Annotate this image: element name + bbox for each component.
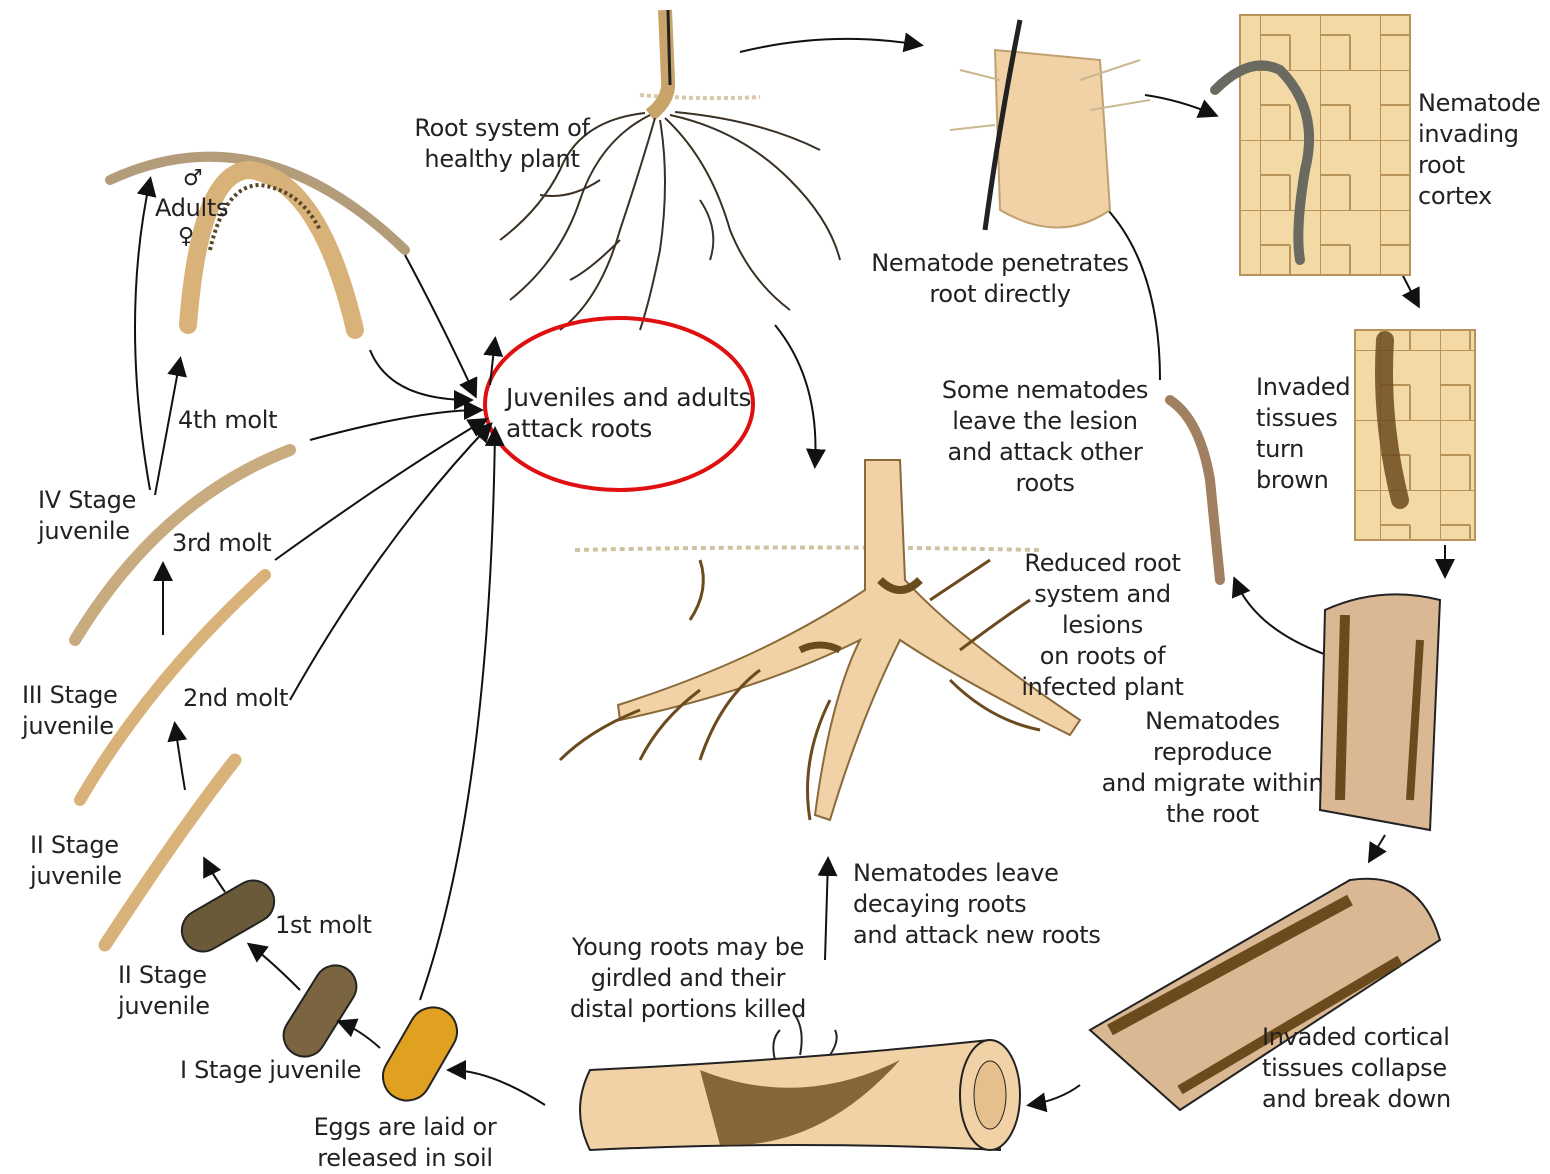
label-juveniles-attack: Juveniles and adults attack roots <box>506 382 751 444</box>
label-first-molt: 1st molt <box>275 910 372 941</box>
label-nematodes-leave: Nematodes leave decaying roots and attac… <box>853 858 1101 951</box>
label-penetrates: Nematode penetrates root directly <box>870 248 1130 310</box>
label-iv-stage: IV Stage juvenile <box>38 485 136 547</box>
label-fourth-molt: 4th molt <box>178 405 277 436</box>
female-symbol: ♀ <box>178 226 194 248</box>
root-penetration <box>950 20 1150 230</box>
label-some-nematodes: Some nematodes leave the lesion and atta… <box>940 375 1150 499</box>
brown-tissue-cells <box>1355 330 1475 540</box>
label-reproduce: Nematodes reproduce and migrate within t… <box>1085 706 1340 830</box>
label-second-molt: 2nd molt <box>183 683 288 714</box>
label-invading-cortex: Nematode invading root cortex <box>1418 88 1541 212</box>
girdled-root <box>580 1015 1020 1150</box>
label-i-stage: I Stage juvenile <box>180 1055 361 1086</box>
label-adults: Adults <box>155 193 228 224</box>
label-third-molt: 3rd molt <box>172 528 271 559</box>
label-young-roots: Young roots may be girdled and their dis… <box>563 932 813 1025</box>
label-root-system-healthy: Root system of healthy plant <box>412 113 592 175</box>
label-reduced-root: Reduced root system and lesions on roots… <box>995 548 1210 703</box>
label-iii-stage: III Stage juvenile <box>22 680 118 742</box>
label-collapse: Invaded cortical tissues collapse and br… <box>1262 1022 1451 1115</box>
root-cortex-cells <box>1240 15 1410 275</box>
label-eggs: Eggs are laid or released in soil <box>310 1112 500 1174</box>
label-ii-stage-upper: II Stage juvenile <box>30 830 122 892</box>
label-invaded-brown: Invaded tissues turn brown <box>1256 372 1350 496</box>
male-symbol: ♂ <box>183 168 202 190</box>
adult-nematodes <box>110 157 405 330</box>
label-ii-stage-lower: II Stage juvenile <box>118 960 210 1022</box>
